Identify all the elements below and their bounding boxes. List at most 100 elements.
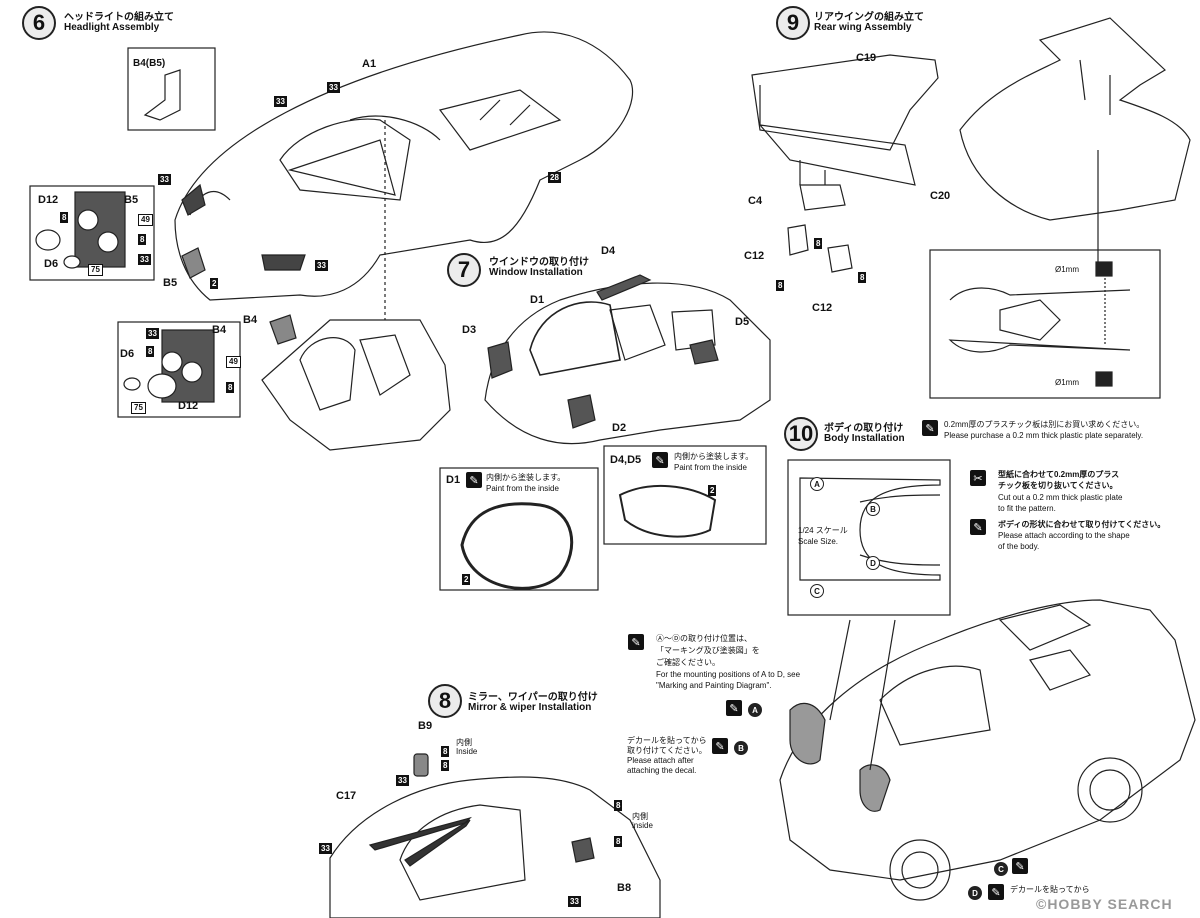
num-8: 8 bbox=[441, 746, 450, 757]
inside2-en: inside bbox=[632, 821, 653, 830]
step6-body-drawing bbox=[174, 31, 634, 320]
num-33: 33 bbox=[315, 260, 328, 271]
paint-icon: ✎ bbox=[628, 634, 644, 650]
part-d6: D6 bbox=[44, 258, 59, 270]
step10-number: 10 bbox=[784, 417, 818, 451]
num-33: 33 bbox=[146, 328, 159, 339]
part-d2: D2 bbox=[612, 422, 627, 434]
paint-icon: ✎ bbox=[922, 420, 938, 436]
num-33: 33 bbox=[396, 775, 409, 786]
marker-a: A bbox=[810, 477, 824, 491]
num-33: 33 bbox=[158, 174, 171, 185]
part-b4b5: B4(B5) bbox=[133, 58, 166, 69]
num-2: 2 bbox=[708, 485, 717, 496]
part-d3: D3 bbox=[462, 324, 477, 336]
paint-icon: ✎ bbox=[712, 738, 728, 754]
watermark: ©HOBBY SEARCH bbox=[1036, 896, 1173, 912]
step8-number: 8 bbox=[428, 684, 462, 718]
marker-c: C bbox=[810, 584, 824, 598]
step7-number: 7 bbox=[447, 253, 481, 287]
num-33: 33 bbox=[274, 96, 287, 107]
attach-note-en2: of the body. bbox=[998, 542, 1040, 551]
num-8: 8 bbox=[138, 234, 147, 245]
step7-body-drawing bbox=[484, 274, 771, 445]
step10-body-drawing bbox=[779, 599, 1196, 901]
part-b4: B4 bbox=[212, 324, 227, 336]
mount-note-jp2: 「マーキング及び塗装図」を bbox=[656, 646, 760, 655]
paint-icon: ✎ bbox=[970, 519, 986, 535]
decal-note-en2: attaching the decal. bbox=[627, 766, 697, 775]
decal-note-jp1: デカールを貼ってから bbox=[627, 736, 707, 745]
marker-b: B bbox=[866, 502, 880, 516]
num-8: 8 bbox=[776, 280, 785, 291]
part-d12-b: D12 bbox=[178, 400, 199, 412]
cut-note-en1: Cut out a 0.2 mm thick plastic plate bbox=[998, 493, 1123, 502]
plate-note-en: Please purchase a 0.2 mm thick plastic p… bbox=[944, 431, 1144, 440]
num-33: 33 bbox=[319, 843, 332, 854]
paint-icon: ✎ bbox=[652, 452, 668, 468]
decal2-note-jp: デカールを貼ってから bbox=[1010, 885, 1090, 894]
mount-note-en1: For the mounting positions of A to D, se… bbox=[656, 670, 801, 679]
part-b9: B9 bbox=[418, 720, 433, 732]
part-d4d5: D4,D5 bbox=[610, 454, 642, 466]
num-8: 8 bbox=[226, 382, 235, 393]
num-8: 8 bbox=[441, 760, 450, 771]
part-d12: D12 bbox=[38, 194, 59, 206]
part-d6-b: D6 bbox=[120, 348, 135, 360]
step7-title-jp: ウインドウの取り付け bbox=[489, 257, 589, 268]
mount-note-en2: "Marking and Painting Diagram". bbox=[656, 681, 772, 690]
num-28: 28 bbox=[548, 172, 561, 183]
drill-label: Ø1mm bbox=[1055, 378, 1079, 387]
step10-title-jp: ボディの取り付け bbox=[824, 423, 904, 434]
mount-note-jp3: ご確認ください。 bbox=[656, 658, 720, 667]
d45-note-en: Paint from the inside bbox=[674, 463, 747, 472]
part-b5-b: B5 bbox=[163, 277, 178, 289]
part-b8: B8 bbox=[617, 882, 632, 894]
step8-title-en: Mirror & wiper Installation bbox=[468, 702, 592, 713]
marker-c-dark: C bbox=[994, 862, 1008, 876]
d1-note-jp: 内側から塗装します。 bbox=[486, 473, 566, 482]
num-33: 33 bbox=[138, 254, 151, 265]
marker-a-dark: A bbox=[748, 703, 762, 717]
marker-d: D bbox=[866, 556, 880, 570]
step7-title-en: Window Installation bbox=[489, 267, 583, 278]
part-a1: A1 bbox=[362, 58, 377, 70]
num-8: 8 bbox=[146, 346, 155, 357]
num-75: 75 bbox=[131, 402, 146, 414]
part-d5: D5 bbox=[735, 316, 750, 328]
num-75: 75 bbox=[88, 264, 103, 276]
part-c12-a: C12 bbox=[744, 250, 765, 262]
step9-title-jp: リアウイングの組み立て bbox=[814, 12, 924, 23]
scale-jp: 1/24 スケール bbox=[798, 526, 848, 535]
num-49: 49 bbox=[226, 356, 241, 368]
part-c19: C19 bbox=[856, 52, 877, 64]
paint-icon: ✎ bbox=[466, 472, 482, 488]
num-2: 2 bbox=[462, 574, 471, 585]
d1-note-en: Paint from the inside bbox=[486, 484, 559, 493]
part-d1: D1 bbox=[530, 294, 545, 306]
mount-note-jp1: Ⓐ～Ⓓの取り付け位置は、 bbox=[656, 634, 752, 643]
paint-icon: ✎ bbox=[726, 700, 742, 716]
num-2: 2 bbox=[210, 278, 219, 289]
paint-icon: ✎ bbox=[988, 884, 1004, 900]
drill-label: Ø1mm bbox=[1055, 265, 1079, 274]
part-b4-b: B4 bbox=[243, 314, 258, 326]
num-8: 8 bbox=[614, 836, 623, 847]
step6-number: 6 bbox=[22, 6, 56, 40]
step9-number: 9 bbox=[776, 6, 810, 40]
decal-note-jp2: 取り付けてください。 bbox=[627, 746, 707, 755]
decal-note-en1: Please attach after bbox=[627, 756, 694, 765]
attach-note-jp: ボディの形状に合わせて取り付けてください。 bbox=[998, 520, 1166, 529]
num-8: 8 bbox=[60, 212, 69, 223]
step8-title-jp: ミラー、ワイパーの取り付け bbox=[468, 692, 598, 703]
num-8: 8 bbox=[614, 800, 623, 811]
step9-title-en: Rear wing Assembly bbox=[814, 22, 912, 33]
marker-b-dark: B bbox=[734, 741, 748, 755]
step6-title-jp: ヘッドライトの組み立て bbox=[64, 12, 174, 23]
cut-note-en2: to fit the pattern. bbox=[998, 504, 1056, 513]
paint-icon: ✎ bbox=[1012, 858, 1028, 874]
inside-jp: 内側 bbox=[456, 738, 472, 747]
part-d4: D4 bbox=[601, 245, 616, 257]
marker-d-dark: D bbox=[968, 886, 982, 900]
